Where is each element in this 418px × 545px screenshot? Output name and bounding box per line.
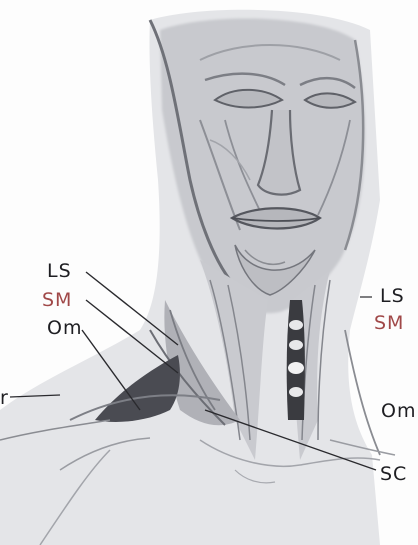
label-sc-right: SC: [380, 465, 407, 484]
label-sm-right: SM: [374, 314, 404, 333]
label-sm-left: SM: [42, 291, 72, 310]
label-ls-right: LS: [380, 287, 405, 306]
label-r-left: r: [0, 389, 9, 408]
label-ls-left: LS: [47, 262, 72, 281]
label-om-right: Om: [381, 402, 416, 421]
label-om-left: Om: [47, 319, 82, 338]
